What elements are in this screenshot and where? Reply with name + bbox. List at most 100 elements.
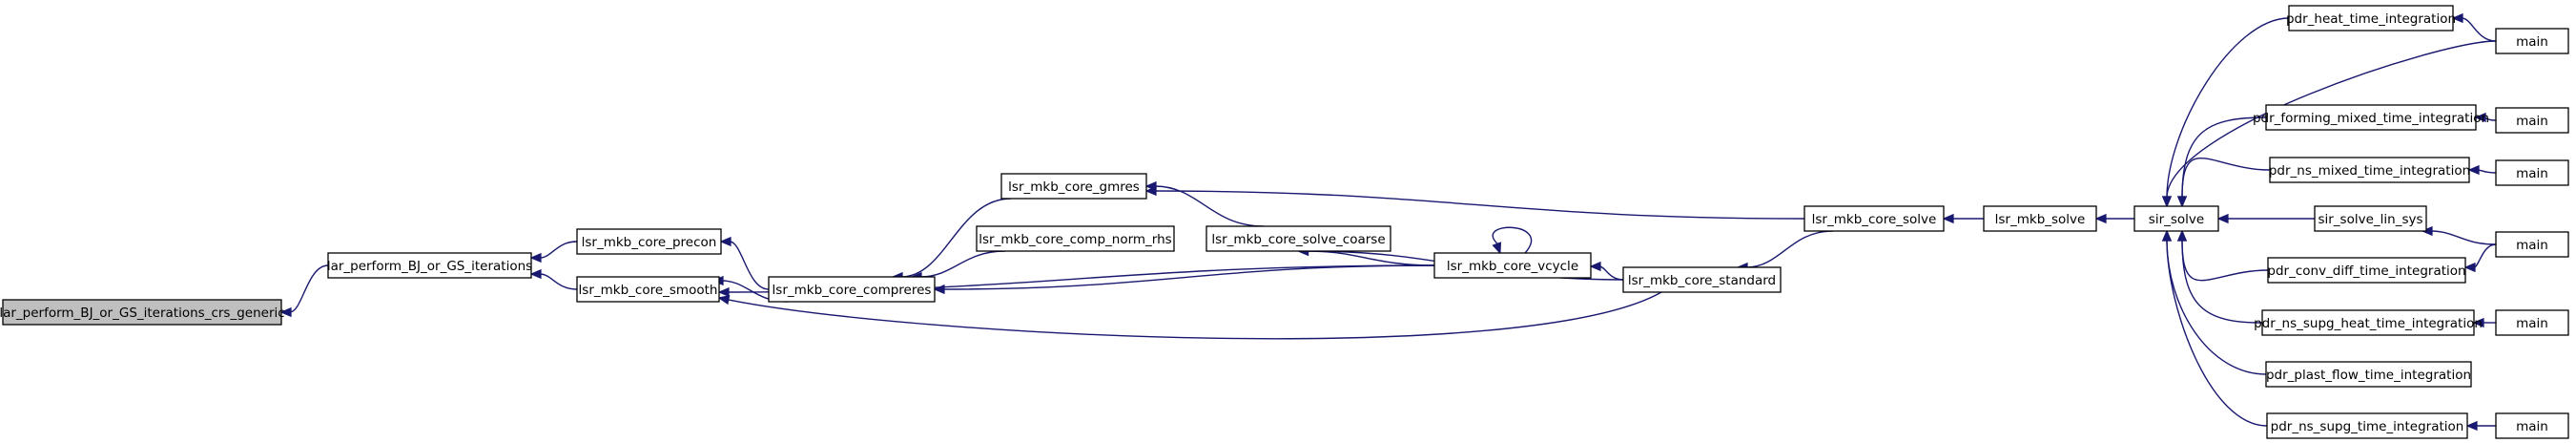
node-box [1622, 266, 1782, 293]
edge-n24-to-n12 [2161, 229, 2267, 375]
node-box [1803, 205, 1945, 232]
node-label: pdr_heat_time_integration [2286, 11, 2456, 27]
node-box [1433, 252, 1592, 279]
node-box [2495, 159, 2569, 186]
graph-node-pdr-ns-supg-heat-time-integration[interactable]: pdr_ns_supg_heat_time_integration [2254, 309, 2483, 336]
node-box [2133, 205, 2219, 232]
node-label: pdr_ns_supg_heat_time_integration [2254, 316, 2483, 331]
edge-n11-to-n10 [1942, 213, 1985, 224]
edge-n10-to-n5 [1144, 185, 1805, 220]
node-box [1983, 205, 2097, 232]
graph-node-lsr-mkb-core-comp-norm-rhs[interactable]: lsr_mkb_core_comp_norm_rhs [976, 225, 1175, 252]
node-box [2269, 157, 2470, 183]
graph-node-main[interactable]: main [2495, 28, 2569, 54]
edge-n17-to-n12 [2176, 158, 2271, 208]
node-box [2, 299, 282, 326]
node-box [576, 228, 722, 255]
nodes-layer: lar_perform_BJ_or_GS_iterations_crs_gene… [0, 5, 2569, 439]
edge-n20-to-n19 [2421, 225, 2497, 245]
graph-node-main[interactable]: main [2495, 412, 2569, 439]
edge-n12-to-n11 [2094, 213, 2135, 224]
node-box [2495, 107, 2569, 134]
node-box [2288, 5, 2454, 32]
node-label: main [2516, 316, 2548, 331]
edge-n18-to-n17 [2467, 164, 2497, 176]
graph-node-pdr-heat-time-integration[interactable]: pdr_heat_time_integration [2286, 5, 2456, 32]
graph-node-lsr-mkb-core-gmres[interactable]: lsr_mkb_core_gmres [1000, 173, 1147, 200]
graph-node-pdr-forming-mixed-time-integration[interactable]: pdr_forming_mixed_time_integration [2253, 104, 2489, 131]
node-box [2495, 28, 2569, 54]
node-label: lsr_mkb_core_solve_coarse [1211, 232, 1385, 247]
node-label: pdr_plast_flow_time_integration [2266, 368, 2471, 383]
graph-node-lar-perform-bj-or-gs-iterations[interactable]: lar_perform_BJ_or_GS_iterations [327, 252, 532, 279]
edge-n25-to-n12 [2161, 229, 2268, 427]
node-box [2495, 309, 2569, 336]
node-box [1206, 225, 1391, 252]
edge-n20-to-n21 [2463, 243, 2497, 273]
node-label: lsr_mkb_core_standard [1628, 273, 1776, 288]
node-label: pdr_ns_supg_time_integration [2271, 419, 2464, 434]
graph-node-sir-solve-lin-sys[interactable]: sir_solve_lin_sys [2314, 205, 2427, 232]
graph-node-lsr-mkb-core-compreres[interactable]: lsr_mkb_core_compreres [768, 276, 936, 303]
node-label: pdr_forming_mixed_time_integration [2253, 111, 2489, 126]
node-label: main [2516, 238, 2548, 253]
node-label: main [2516, 114, 2548, 129]
graph-node-lsr-mkb-core-smooth[interactable]: lsr_mkb_core_smooth [576, 276, 720, 303]
graph-node-main[interactable]: main [2495, 309, 2569, 336]
edge-n14-to-n12 [2161, 40, 2497, 208]
node-box [2495, 412, 2569, 439]
graph-node-lsr-mkb-core-vcycle[interactable]: lsr_mkb_core_vcycle [1433, 252, 1592, 279]
node-label: sir_solve [2149, 212, 2204, 227]
node-label: pdr_ns_mixed_time_integration [2269, 163, 2470, 179]
edge-n9-to-n3 [717, 291, 1662, 340]
node-label: lsr_mkb_solve [1995, 212, 2086, 227]
node-box [2314, 205, 2427, 232]
edge-n14-to-n13 [2451, 12, 2497, 42]
node-label: lsr_mkb_core_precon [582, 235, 717, 250]
node-box [2267, 257, 2466, 284]
edge-n9-to-n8 [1589, 261, 1624, 281]
node-box [2266, 412, 2468, 439]
edge-n8-to-n8 [1492, 226, 1533, 255]
edge-n2-to-n1 [529, 241, 578, 264]
graph-node-main[interactable]: main [2495, 107, 2569, 134]
node-label: lsr_mkb_core_comp_norm_rhs [979, 232, 1171, 247]
node-label: lar_perform_BJ_or_GS_iterations [327, 259, 532, 274]
node-label: sir_solve_lin_sys [2318, 212, 2422, 227]
edge-n3-to-n1 [529, 268, 578, 290]
graph-node-lsr-mkb-core-solve-coarse[interactable]: lsr_mkb_core_solve_coarse [1206, 225, 1391, 252]
node-box [2495, 231, 2569, 258]
graph-node-lsr-mkb-core-precon[interactable]: lsr_mkb_core_precon [576, 228, 722, 255]
edge-n10-to-n9 [1736, 230, 1834, 273]
node-box [2265, 361, 2472, 388]
graph-node-pdr-conv-diff-time-integration[interactable]: pdr_conv_diff_time_integration [2267, 257, 2466, 284]
graph-node-pdr-plast-flow-time-integration[interactable]: pdr_plast_flow_time_integration [2265, 361, 2472, 388]
node-box [768, 276, 936, 303]
graph-node-pdr-ns-supg-time-integration[interactable]: pdr_ns_supg_time_integration [2266, 412, 2468, 439]
edge-n21-to-n12 [2176, 229, 2269, 282]
graph-node-lar-perform-bj-or-gs-iterations-crs-generic: lar_perform_BJ_or_GS_iterations_crs_gene… [0, 299, 285, 326]
node-box [2265, 104, 2477, 131]
node-box [1000, 173, 1147, 200]
node-box [327, 252, 532, 279]
edge-n8-to-n4 [933, 264, 1435, 295]
graph-node-lsr-mkb-solve[interactable]: lsr_mkb_solve [1983, 205, 2097, 232]
node-label: main [2516, 166, 2548, 181]
node-label: lsr_mkb_core_gmres [1008, 179, 1140, 195]
graph-node-main[interactable]: main [2495, 159, 2569, 186]
edge-n16-to-n15 [2474, 112, 2497, 123]
graph-node-lsr-mkb-core-standard[interactable]: lsr_mkb_core_standard [1622, 266, 1782, 293]
edge-n4-to-n2 [719, 236, 770, 290]
node-label: lsr_mkb_core_vcycle [1447, 259, 1578, 274]
graph-node-sir-solve[interactable]: sir_solve [2133, 205, 2219, 232]
edge-n22-to-n12 [2176, 229, 2263, 324]
graph-node-main[interactable]: main [2495, 231, 2569, 258]
node-label: pdr_conv_diff_time_integration [2267, 264, 2465, 279]
node-label: lsr_mkb_core_compreres [773, 283, 932, 298]
node-label: lsr_mkb_core_solve [1812, 212, 1937, 227]
graph-node-lsr-mkb-core-solve[interactable]: lsr_mkb_core_solve [1803, 205, 1945, 232]
node-label: main [2516, 34, 2548, 50]
node-box [576, 276, 720, 303]
graph-node-pdr-ns-mixed-time-integration[interactable]: pdr_ns_mixed_time_integration [2269, 157, 2470, 183]
